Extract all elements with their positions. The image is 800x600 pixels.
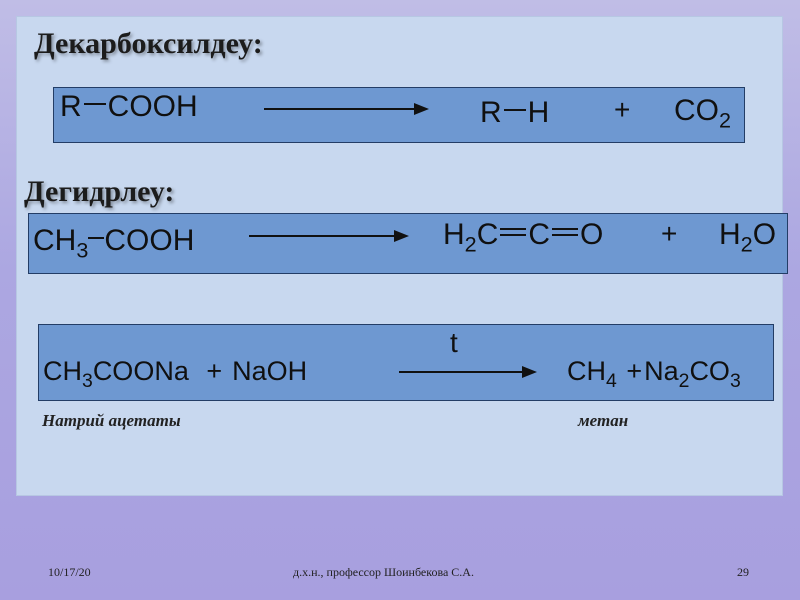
water: H2O [719, 218, 777, 255]
plus-sign: + [626, 356, 643, 386]
carboxyl-group: COOH [104, 224, 195, 257]
plus-sign: + [661, 218, 678, 249]
footer-author: д.х.н., профессор Шоинбекова С.А. [293, 565, 474, 579]
salt-equation-products: CH4 +Na2CO3 [567, 356, 741, 391]
subscript: 2 [719, 107, 732, 133]
r-group: R [60, 90, 82, 123]
carboxyl-group: COOH [107, 90, 198, 123]
carbon: C [476, 218, 499, 251]
r-group: R [480, 96, 502, 129]
carbon: C [528, 218, 551, 251]
reaction-arrow [264, 103, 429, 115]
co-text: CO [689, 356, 730, 386]
co-text: CO [674, 94, 719, 127]
na-text: Na [644, 356, 679, 386]
plus-sign: + [206, 356, 223, 386]
double-bond [500, 227, 527, 236]
plus-sign: + [614, 94, 631, 125]
subscript: 4 [606, 369, 617, 392]
ch-text: CH [43, 356, 82, 386]
h-text: H [719, 218, 741, 251]
coona-text: COONa [92, 356, 189, 386]
decarb-reactant: R COOH [60, 90, 198, 124]
sodium-hydroxide: NaOH [232, 356, 308, 386]
oxygen: O [580, 218, 604, 251]
decarboxylation-heading: Декарбоксилдеу: [34, 27, 263, 60]
subscript: 2 [678, 369, 690, 392]
ch-text: CH [33, 224, 77, 257]
subscript: 3 [76, 237, 89, 263]
single-bond [503, 108, 526, 111]
hydrogen: H [527, 96, 550, 129]
reaction-arrow [399, 366, 537, 378]
footer-date: 10/17/20 [48, 565, 91, 579]
double-bond [552, 227, 579, 236]
single-bond [83, 102, 106, 105]
slide-number: 29 [737, 565, 749, 579]
h-text: H [443, 218, 465, 251]
ch-text: CH [567, 356, 606, 386]
subscript: 2 [740, 231, 753, 257]
dehydration-heading: Дегидрлеу: [24, 175, 175, 208]
subscript: 2 [464, 231, 477, 257]
single-bond [88, 236, 105, 239]
sodium-acetate-caption: Натрий ацетаты [42, 411, 181, 430]
oxygen: O [752, 218, 777, 251]
acetic-acid: CH3 COOH [33, 224, 195, 261]
subscript: 3 [82, 369, 93, 392]
heat-condition: t [450, 327, 458, 358]
subscript: 3 [729, 369, 741, 392]
reaction-arrow [249, 230, 409, 242]
salt-decarboxylation-equation-box: t CH3COONa +NaOH CH4 +Na2CO3 [38, 324, 774, 401]
carbon-dioxide: CO2 [674, 94, 731, 131]
methane-caption: метан [578, 411, 629, 430]
sodium-acetate-equation-left: CH3COONa + NaOH [43, 356, 308, 391]
